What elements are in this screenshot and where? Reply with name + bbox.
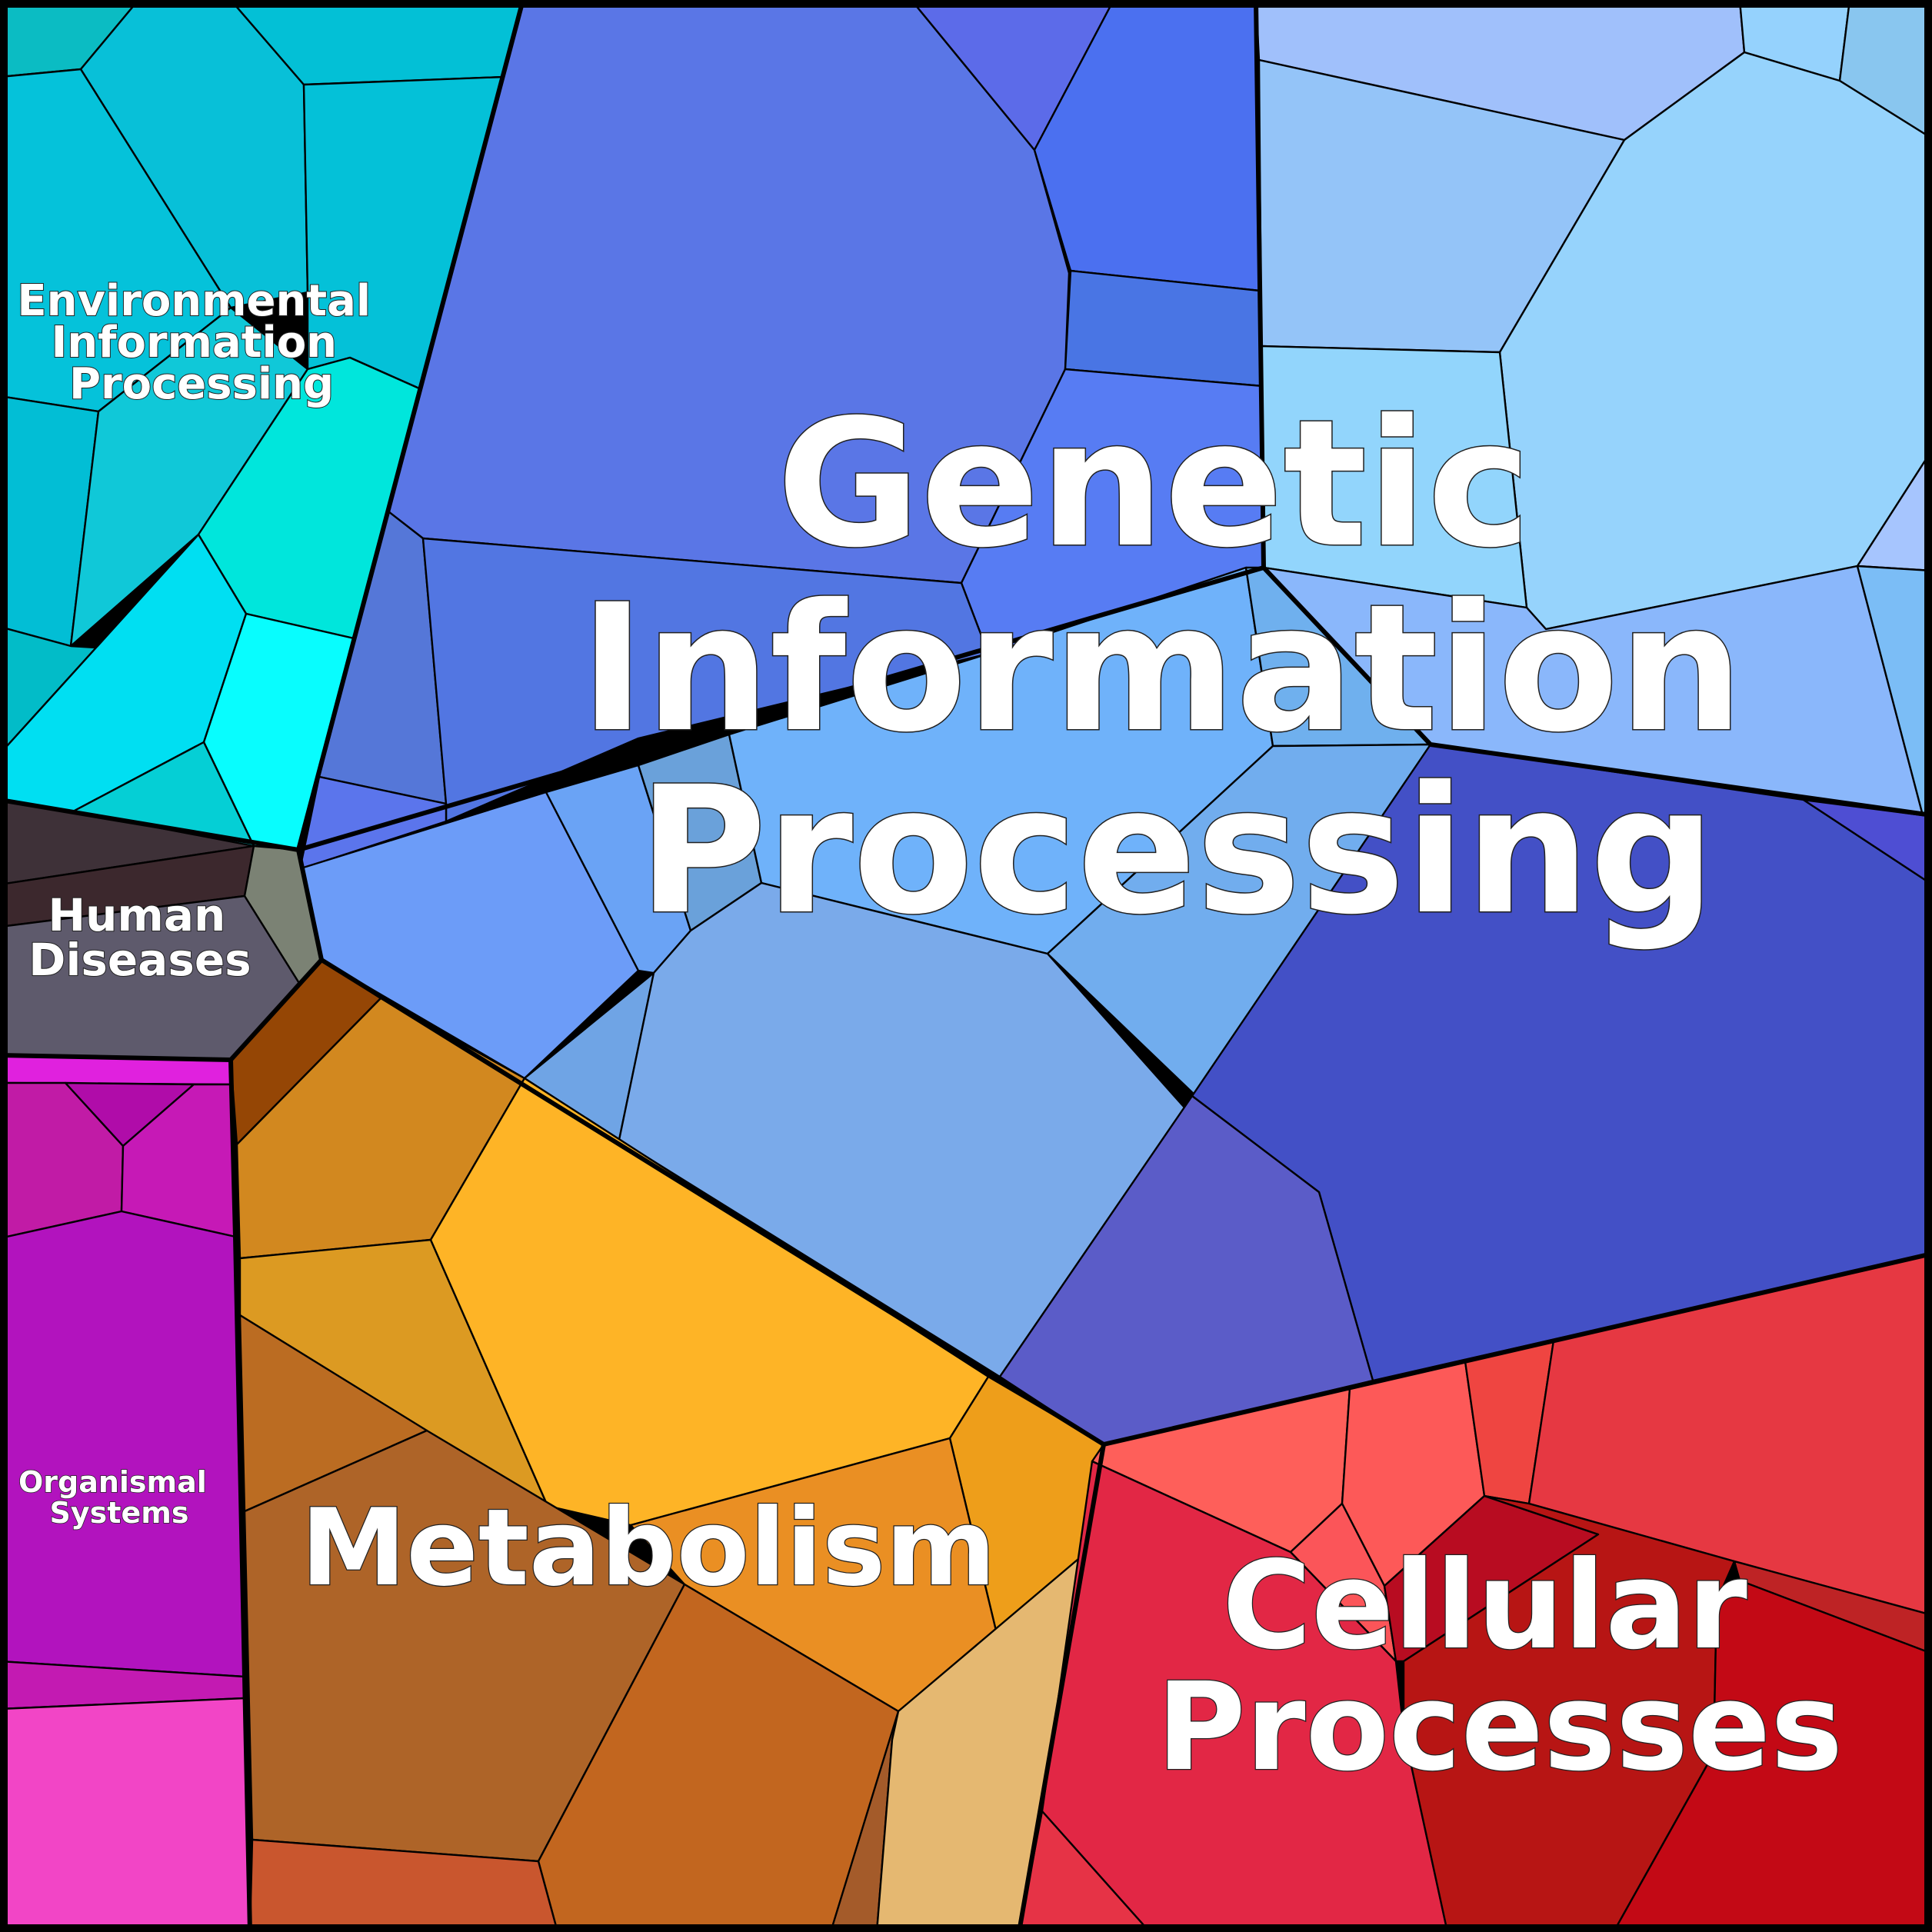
cell xyxy=(1064,269,1264,388)
genetic-region xyxy=(297,0,1932,1446)
human-region xyxy=(0,798,323,1061)
metabolism-label: Metabolism xyxy=(301,1486,996,1610)
metabolism-region xyxy=(229,958,1105,1932)
cell xyxy=(0,1697,251,1932)
human-diseases-label: Human Diseases xyxy=(28,889,251,986)
cell xyxy=(1612,1579,1932,1932)
cell xyxy=(0,1210,246,1678)
category-labels: Genetic Information Processing Environme… xyxy=(16,275,1844,1799)
cell xyxy=(1733,1560,1932,1655)
cell xyxy=(1856,565,1932,817)
cell xyxy=(298,775,448,871)
organismal-region xyxy=(0,1054,251,1932)
cellular-processes-label: Cellular Processes xyxy=(1157,1535,1843,1798)
cell xyxy=(875,1554,1084,1932)
genetic-information-processing-label: Genetic Information Processing xyxy=(580,381,1804,953)
cell xyxy=(1838,0,1932,140)
organismal-systems-label: Organismal Systems xyxy=(18,1465,217,1530)
environmental-information-processing-label: Environmental Information Processing xyxy=(17,276,385,409)
cellular-region xyxy=(1018,1252,1932,1932)
cell xyxy=(1402,1494,1736,1932)
